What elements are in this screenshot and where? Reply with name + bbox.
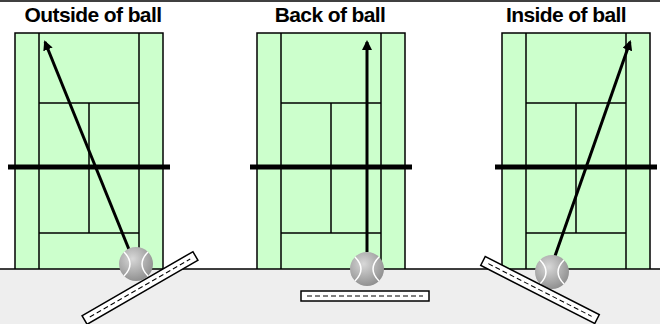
panel-title: Back of ball bbox=[275, 2, 386, 28]
panel-title: Inside of ball bbox=[506, 2, 626, 28]
panel-title: Outside of ball bbox=[25, 2, 162, 28]
